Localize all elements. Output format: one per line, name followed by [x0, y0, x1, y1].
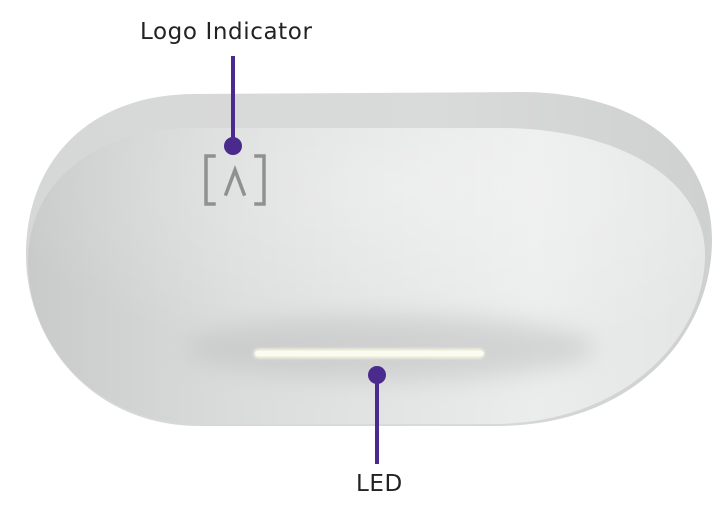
- led-shadow: [185, 316, 595, 380]
- logo-indicator-marker-dot: [224, 137, 242, 155]
- logo-indicator-label: Logo Indicator: [140, 19, 313, 45]
- led-label: LED: [356, 471, 403, 497]
- led-marker-dot: [368, 366, 386, 384]
- led-strip: [255, 351, 484, 356]
- bracketed-caret-logo-icon: [204, 154, 266, 206]
